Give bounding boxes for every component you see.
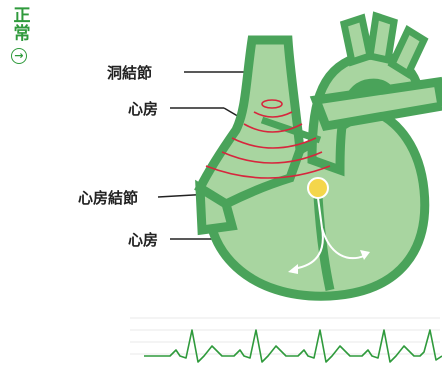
- heart-body: [200, 16, 442, 296]
- atrium: [200, 40, 300, 204]
- ecg-grid: [130, 318, 440, 354]
- aorta-branch-2: [370, 16, 394, 60]
- av-node: [308, 178, 328, 198]
- aorta-branch-3: [392, 30, 424, 74]
- aorta-branch-1: [344, 18, 370, 62]
- ecg-trace: [144, 330, 442, 362]
